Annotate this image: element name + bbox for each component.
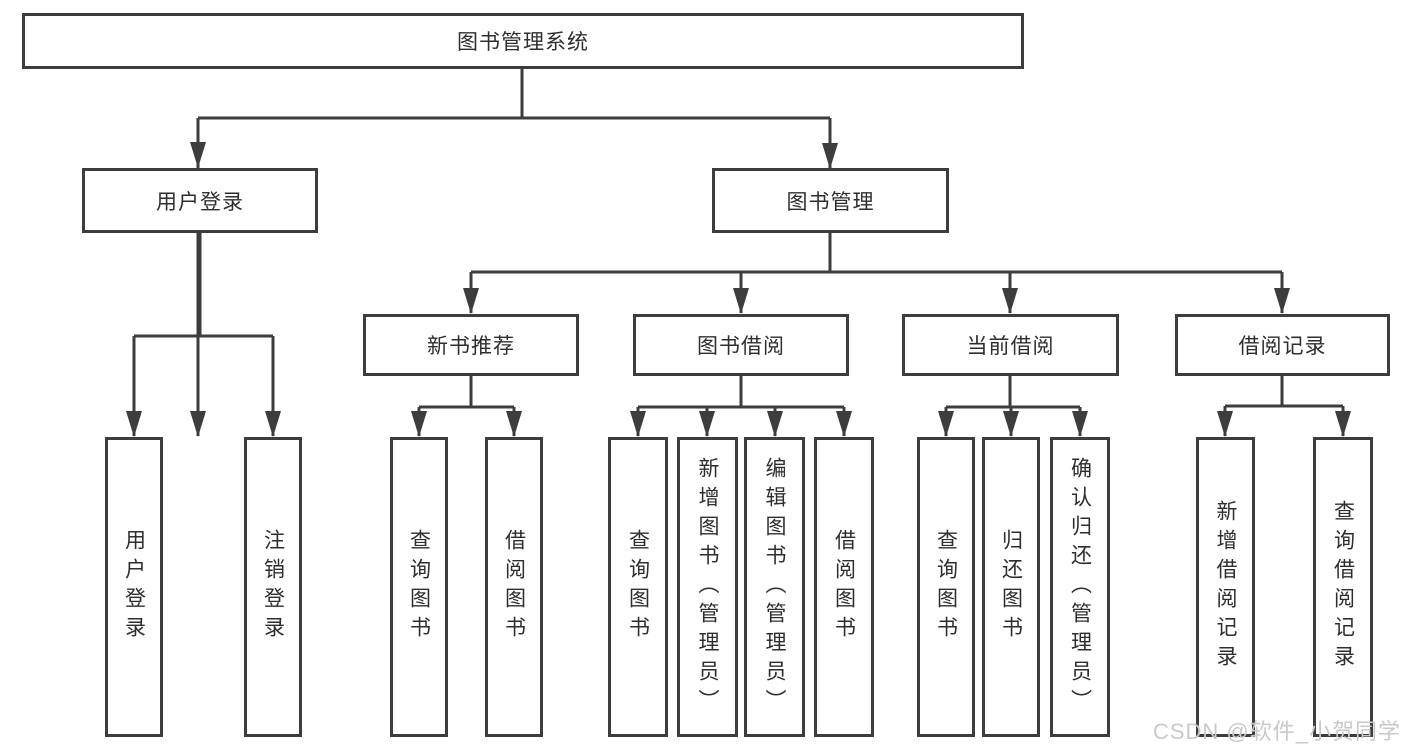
node-current-borrow: 当前借阅: [902, 314, 1119, 376]
leaf-query-borrow-record: 查询借阅记录: [1313, 437, 1373, 737]
node-book-borrow: 图书借阅: [633, 314, 849, 376]
node-borrow-records: 借阅记录: [1175, 314, 1390, 376]
leaf-add-borrow-record: 新增借阅记录: [1196, 437, 1255, 737]
leaf-borrow-books: 借阅图书: [814, 437, 874, 737]
leaf-user-login: 用户登录: [105, 437, 163, 737]
leaf-logout: 注销登录: [244, 437, 302, 737]
leaf-return-book: 归还图书: [982, 437, 1040, 737]
leaf-confirm-return-admin: 确认归还（管理员）: [1050, 437, 1110, 737]
leaf-query-books-current: 查询图书: [917, 437, 975, 737]
node-user-login: 用户登录: [82, 168, 318, 233]
node-new-book-recommend: 新书推荐: [363, 314, 579, 376]
node-library-system: 图书管理系统: [22, 13, 1024, 69]
leaf-query-books-recommend: 查询图书: [390, 437, 448, 737]
node-book-management: 图书管理: [712, 168, 949, 233]
leaf-query-books-borrow: 查询图书: [608, 437, 668, 737]
csdn-watermark: CSDN @软件_小贺同学: [1152, 719, 1401, 744]
leaf-edit-book-admin: 编辑图书（管理员）: [744, 437, 805, 737]
leaf-add-book-admin: 新增图书（管理员）: [677, 437, 738, 737]
leaf-borrow-books-recommend: 借阅图书: [485, 437, 543, 737]
